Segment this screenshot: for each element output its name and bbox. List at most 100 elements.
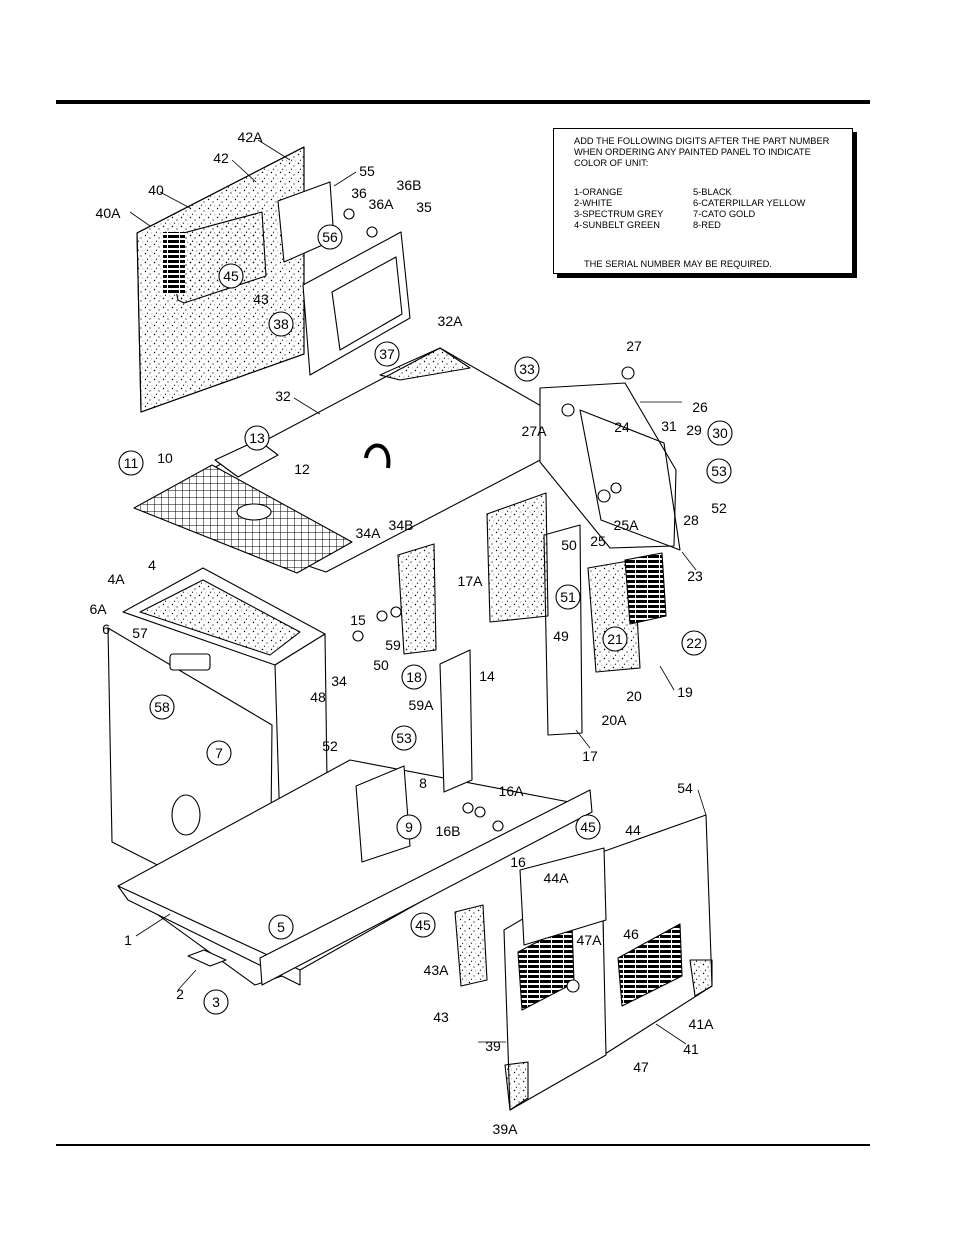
callout-text: 36A (369, 196, 395, 212)
callout-label: 57 (132, 625, 148, 641)
circled-callout: 18 (401, 664, 427, 690)
callout-label: 25 (590, 533, 606, 549)
washer-34A (376, 610, 388, 622)
callout-label: 55 (359, 163, 375, 179)
callout-text: 9 (405, 819, 413, 835)
callout-text: 46 (623, 926, 639, 942)
callout-text: 58 (154, 699, 170, 715)
header-rule (56, 100, 870, 104)
callout-label: 42A (238, 129, 264, 145)
leader-32 (293, 397, 321, 415)
door-41A-insulation (689, 959, 713, 997)
circled-callout: 53 (706, 458, 732, 484)
callout-circle (514, 356, 540, 382)
callout-label: 23 (687, 568, 703, 584)
callout-circle (203, 989, 229, 1015)
callout-text: 56 (322, 229, 338, 245)
callout-label: 29 (686, 422, 702, 438)
leader-42 (231, 159, 257, 183)
callout-label: 41 (683, 1041, 699, 1057)
callout-label: 34A (356, 525, 382, 541)
callout-label: 43 (433, 1009, 449, 1025)
callout-label: 6A (89, 601, 107, 617)
callout-text: 32 (275, 388, 291, 404)
callout-label: 16A (499, 783, 525, 799)
louver-19 (624, 552, 667, 625)
circled-callout: 30 (707, 420, 733, 446)
callout-label: 41A (689, 1016, 715, 1032)
callout-text: 4A (107, 571, 125, 587)
callout-label: 26 (692, 399, 708, 415)
callout-label: 52 (711, 500, 727, 516)
callout-label: 17 (582, 748, 598, 764)
circled-callout: 45 (575, 814, 601, 840)
callout-label: 19 (677, 684, 693, 700)
callout-circle (681, 630, 707, 656)
callout-text: 6A (89, 601, 107, 617)
callout-text: 34B (389, 517, 414, 533)
base-frame-rail (117, 885, 301, 986)
callout-text: 57 (132, 625, 148, 641)
washer-16B (462, 802, 474, 814)
callout-text: 54 (677, 780, 693, 796)
callout-circle (268, 914, 294, 940)
callout-label: 4 (148, 557, 156, 573)
callout-text: 44A (544, 870, 570, 886)
color-code-notice: ADD THE FOLLOWING DIGITS AFTER THE PART … (553, 128, 853, 274)
callout-text: 16 (510, 854, 526, 870)
circled-callout: 45 (410, 912, 436, 938)
callout-label: 42 (213, 150, 229, 166)
circled-callout: 51 (555, 584, 581, 610)
callout-label: 49 (553, 628, 569, 644)
callout-circle (268, 311, 294, 337)
callout-text: 27 (626, 338, 642, 354)
leader-55 (333, 171, 357, 187)
circled-callout: 38 (268, 311, 294, 337)
callout-label: 34B (389, 517, 414, 533)
callout-circle (391, 725, 417, 751)
circled-callout: 11 (118, 450, 144, 476)
insulation-44 (519, 847, 607, 946)
circled-callout: 5 (268, 914, 294, 940)
callout-label: 52 (322, 738, 338, 754)
callout-text: 38 (273, 316, 289, 332)
callout-text: 40A (96, 205, 122, 221)
callout-label: 39 (485, 1038, 501, 1054)
callout-label: 4A (107, 571, 125, 587)
leader-1 (135, 913, 171, 937)
callout-label: 8 (419, 775, 427, 791)
leader-41 (655, 1023, 687, 1045)
callout-label: 46 (623, 926, 639, 942)
callout-text: 29 (686, 422, 702, 438)
callout-text: 59A (409, 697, 435, 713)
callout-text: 40 (148, 182, 164, 198)
callout-label: 14 (479, 668, 495, 684)
color-code-list: 1-ORANGE 5-BLACK 2-WHITE 6-CATERPILLAR Y… (574, 187, 842, 231)
post-17 (543, 524, 583, 736)
panel-40-outline (136, 146, 305, 413)
callout-label: 35 (416, 199, 432, 215)
callout-label: 39A (493, 1121, 519, 1137)
callout-text: 20 (626, 688, 642, 704)
door-39A-insulation (504, 1061, 529, 1111)
louver-40 (163, 232, 185, 294)
callout-text: 37 (379, 346, 395, 362)
callout-text: 51 (560, 589, 576, 605)
grille-10-hole (236, 503, 272, 521)
callout-circle (602, 626, 628, 652)
circled-callout: 21 (602, 626, 628, 652)
callout-text: 42 (213, 150, 229, 166)
circled-callout: 7 (206, 740, 232, 766)
callout-text: 12 (294, 461, 310, 477)
footer-rule (56, 1144, 870, 1146)
callout-text: 21 (607, 631, 623, 647)
callout-text: 25 (590, 533, 606, 549)
callout-label: 47A (577, 932, 603, 948)
callout-label: 47 (633, 1059, 649, 1075)
callout-text: 33 (519, 361, 535, 377)
callout-text: 49 (553, 628, 569, 644)
circled-callout: 58 (149, 694, 175, 720)
callout-text: 59 (385, 637, 401, 653)
callout-label: 20 (626, 688, 642, 704)
